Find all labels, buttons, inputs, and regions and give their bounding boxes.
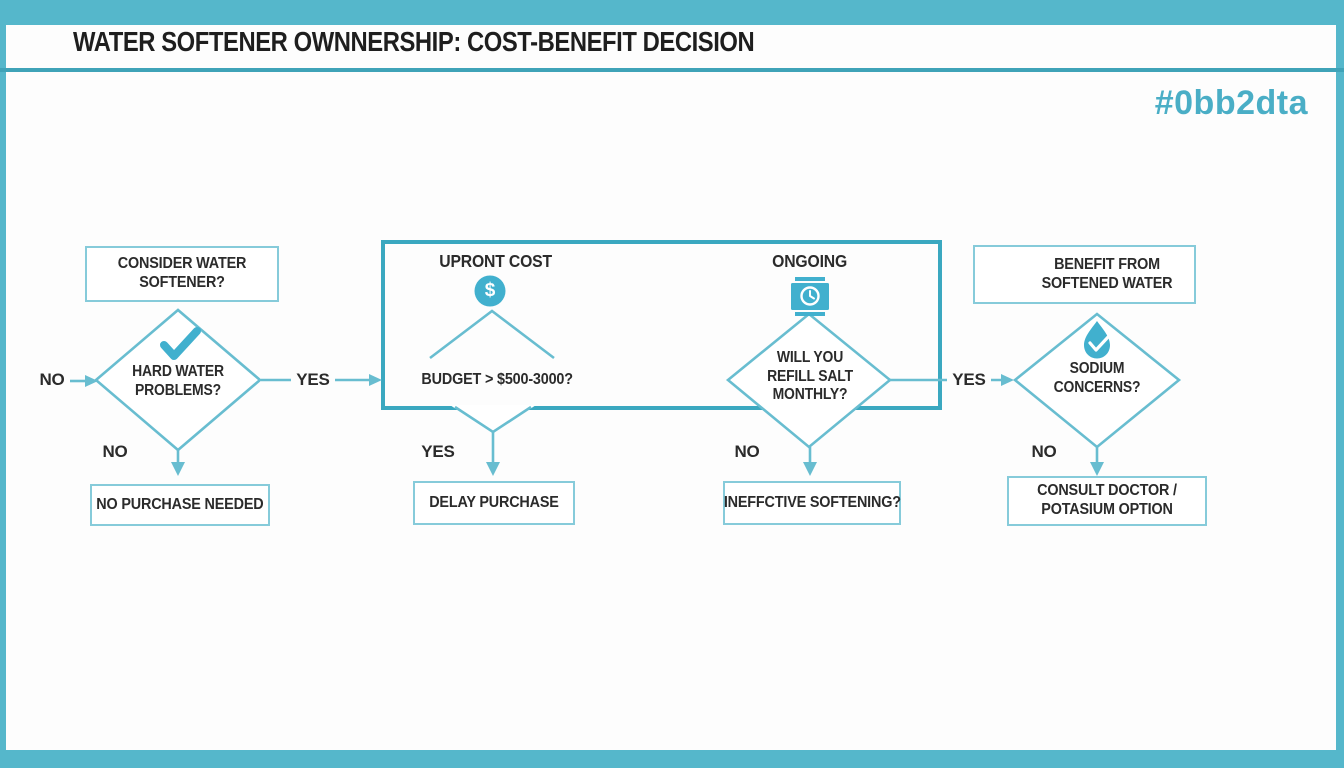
dollar-symbol: $ xyxy=(484,280,496,301)
node-label: WILL YOU REFILL SALT MONTHLY? xyxy=(767,349,853,404)
node-benefit-softened-water: BENEFIT FROM SOFTENED WATER xyxy=(973,245,1196,304)
node-label: CONSIDER WATER SOFTENER? xyxy=(117,255,247,291)
check-icon xyxy=(160,327,201,360)
page-title: WATER SOFTENER OWNNERSHIP: COST-BENEFIT … xyxy=(73,26,755,57)
edge-label-no-sodium: NO xyxy=(1031,442,1057,461)
node-delay-purchase: DELAY PURCHASE xyxy=(413,481,575,525)
node-label: NO PURCHASE NEEDED xyxy=(96,495,264,513)
top-accent-bar xyxy=(0,0,1344,25)
node-label: CONSULT DOCTOR / POTASIUM OPTION xyxy=(1037,482,1177,518)
node-ineffective-softening: INEFFCTIVE SOFTENING? xyxy=(723,481,901,525)
heading-label: ONGOING xyxy=(772,250,848,271)
edge-label-yes-refill: YES xyxy=(947,370,991,390)
node-label: DELAY PURCHASE xyxy=(429,493,559,511)
node-hard-water-problems: HARD WATER PROBLEMS? xyxy=(129,363,228,401)
cost-section-container-box xyxy=(381,240,942,410)
water-drop-check-icon xyxy=(1084,321,1111,359)
node-consider-water-softener: CONSIDER WATER SOFTENER? xyxy=(85,246,279,302)
hashtag-label: #0bb2dta xyxy=(1154,84,1308,122)
edge-no-hard-down xyxy=(171,450,185,476)
node-consult-doctor: CONSULT DOCTOR / POTASIUM OPTION xyxy=(1007,476,1207,526)
left-accent-bar xyxy=(0,25,6,750)
node-label: BENEFIT FROM SOFTENED WATER xyxy=(1041,255,1172,292)
edge-no-refill-down xyxy=(803,447,817,476)
node-refill-salt-question: WILL YOU REFILL SALT MONTHLY? xyxy=(765,348,855,406)
edge-no-sodium-down xyxy=(1090,447,1104,476)
right-accent-bar xyxy=(1336,25,1344,750)
dollar-circle-icon xyxy=(474,275,506,307)
edge-no-into-hard xyxy=(70,375,98,387)
node-sodium-concerns: SODIUM CONCERNS? xyxy=(1043,360,1151,398)
edge-yes-budget-down xyxy=(486,432,500,476)
sodium-diamond xyxy=(1012,312,1182,449)
edge-label-no-hard-down: NO xyxy=(102,442,128,461)
edge-label-yes-hard: YES xyxy=(291,370,335,390)
node-label: BUDGET > $500-3000? xyxy=(421,370,573,388)
bottom-accent-bar xyxy=(0,750,1344,768)
node-budget-question: BUDGET > $500-3000? xyxy=(407,370,587,390)
heading-label: UPRONT COST xyxy=(439,250,553,271)
node-label: INEFFCTIVE SOFTENING? xyxy=(723,493,901,511)
ongoing-heading: ONGOING xyxy=(734,251,886,271)
edge-label-yes-budget: YES xyxy=(421,442,455,461)
edge-label-no-refill: NO xyxy=(734,442,760,461)
upfront-cost-heading: UPRONT COST xyxy=(420,251,572,271)
node-label: HARD WATER PROBLEMS? xyxy=(132,363,224,399)
salt-bag-clock-icon xyxy=(791,277,829,316)
hard-water-diamond xyxy=(93,308,263,452)
edge-label-no-into-hard: NO xyxy=(39,370,65,389)
node-label: SODIUM CONCERNS? xyxy=(1053,360,1141,396)
node-no-purchase-needed: NO PURCHASE NEEDED xyxy=(90,484,270,526)
title-underline-rule xyxy=(0,68,1344,72)
